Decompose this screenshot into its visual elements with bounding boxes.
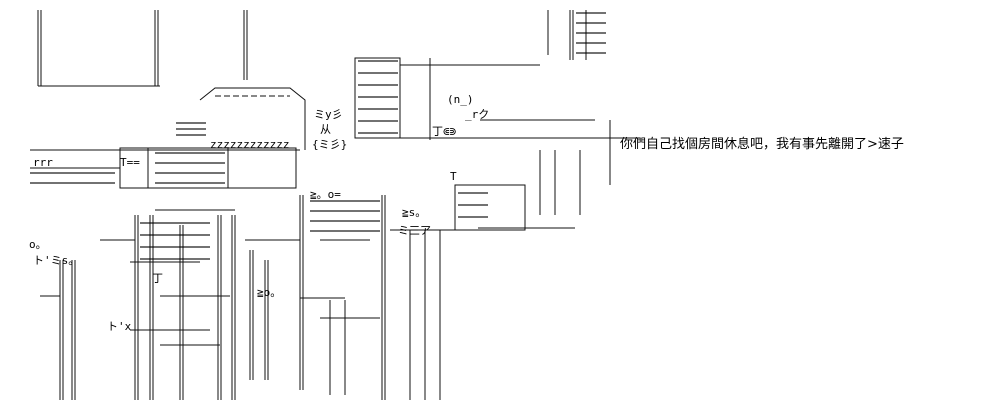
art-j-bar: 丁: [152, 272, 163, 285]
art-face: (n_): [447, 93, 474, 106]
art-j-box: 丁⋐⋑: [432, 125, 457, 138]
art-to-x: ト'x: [107, 320, 132, 333]
art-o-dot: o。: [29, 238, 47, 251]
art-t-bar: T: [450, 170, 457, 183]
art-geq-o: ≧。o=: [310, 188, 341, 201]
art-rrr: rrr: [33, 156, 53, 169]
art-mi-y: ミy彡: [314, 108, 343, 121]
art-mi-mi: {ミ彡}: [312, 138, 347, 151]
art-cong: 从: [320, 123, 331, 136]
art-mi-a: ミ三ア: [398, 224, 431, 237]
dialogue-line: 你們自己找個房間休息吧，我有事先離開了>速子: [620, 137, 904, 152]
art-r-k: _rク: [465, 108, 489, 121]
art-geq-o2: ≧o。: [257, 286, 281, 299]
art-geq-s: ≧s。: [402, 206, 426, 219]
art-t-eq: T==: [120, 156, 140, 169]
art-zigzag: zzzzzzzzzzzz: [210, 138, 289, 151]
art-to-mi-s: ト'ミs。: [33, 254, 79, 267]
